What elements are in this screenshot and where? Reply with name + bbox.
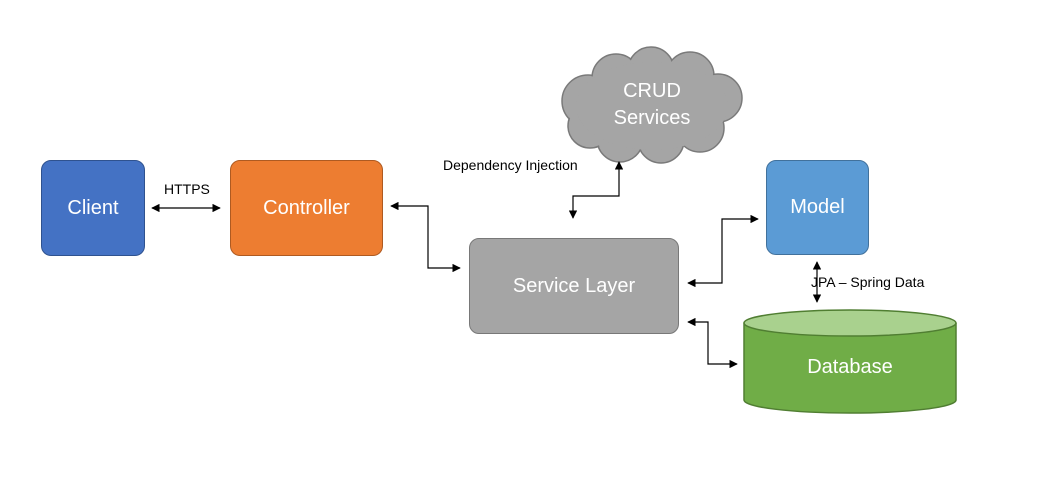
service-model-arrow (687, 214, 759, 288)
controller-service-arrow (390, 201, 461, 273)
service-layer-node: Service Layer (469, 238, 679, 334)
controller-label: Controller (263, 196, 350, 219)
database-cylinder (743, 309, 957, 414)
model-label: Model (790, 196, 845, 218)
service-layer-label: Service Layer (512, 274, 636, 297)
dependency-injection-label: Dependency Injection (443, 157, 578, 173)
service-database-arrow (687, 317, 738, 369)
service-crud-arrow (568, 161, 624, 219)
controller-node: Controller (230, 160, 383, 256)
crud-label-line2: Services (613, 107, 691, 129)
https-edge-label: HTTPS (164, 181, 210, 197)
crud-services-label: CRUD Services (582, 78, 722, 132)
crud-label-line1: CRUD (623, 80, 681, 102)
jpa-spring-data-label: JPA – Spring Data (811, 274, 925, 290)
client-node: Client (41, 160, 145, 256)
crud-services-cloud (561, 46, 743, 164)
client-label: Client (67, 196, 119, 219)
model-node: Model (766, 160, 869, 255)
database-label: Database (807, 356, 893, 378)
